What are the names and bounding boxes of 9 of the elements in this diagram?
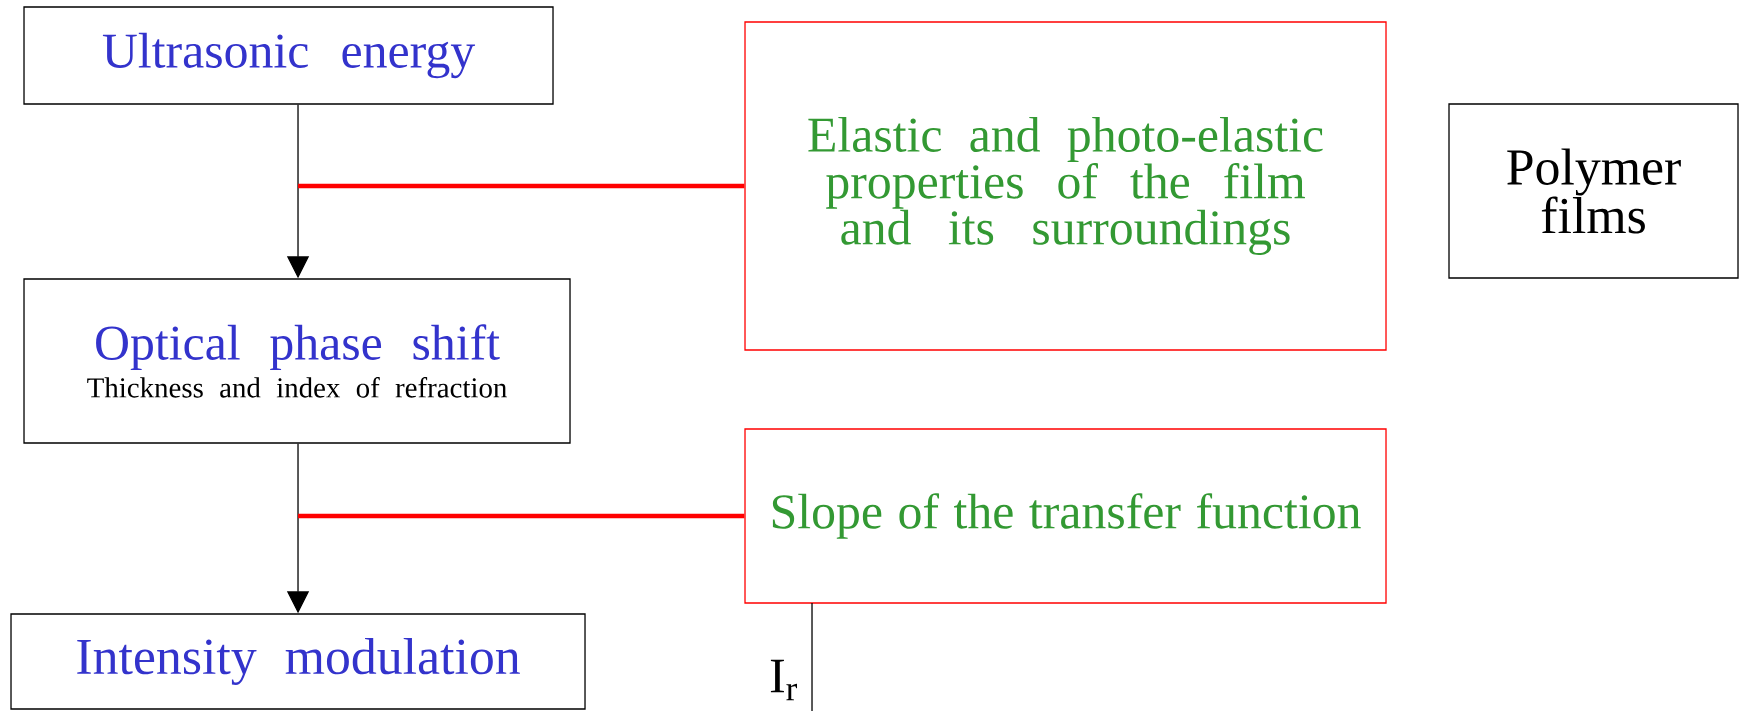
connector-line: [298, 183, 745, 189]
process-box: Slope of the transfer function: [744, 428, 1387, 604]
connector-line: [298, 513, 745, 519]
process-box: Optical phase shift Thickness and index of refraction: [23, 278, 571, 444]
process-box: Ultrasonic energy: [23, 6, 554, 105]
process-box: Elastic and photo-elastic properties of the film and its surroundings: [744, 21, 1387, 351]
process-box: Polymer films: [1448, 103, 1739, 279]
axis-label: I$_{r}$: [770, 659, 797, 701]
process-box: Intensity modulation: [10, 613, 586, 710]
